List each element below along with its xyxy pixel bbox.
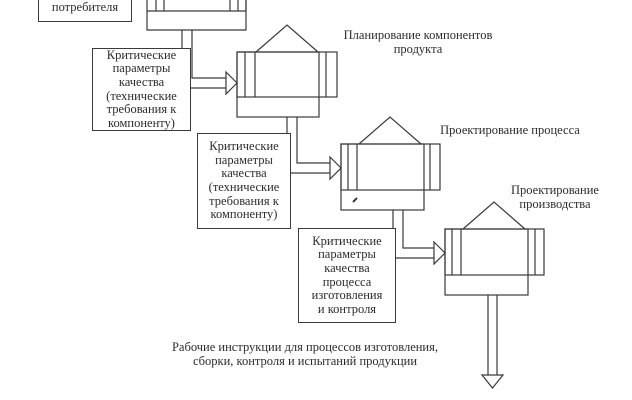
stage-2-label: Планирование компонентов продукта	[343, 28, 493, 56]
text-line: качества	[118, 74, 165, 89]
text-line: изготовления	[311, 288, 383, 303]
stage-4-label: Проектирование производства	[510, 183, 599, 211]
text-line: параметры	[215, 152, 273, 167]
connector-2-3	[286, 117, 342, 181]
text-line: Критические	[312, 233, 382, 248]
text-line: процесса	[322, 274, 372, 289]
text-line: качества	[221, 166, 267, 181]
input-box-1-text: Критические параметры качества (техничес…	[106, 47, 177, 131]
input-box-2: Критические параметры качества (техничес…	[197, 133, 291, 229]
text-line: и контроля	[317, 301, 377, 316]
text-line: сборки, контроля и испытаний продукции	[192, 353, 418, 368]
stage-1-house	[146, 0, 247, 31]
text-line: Рабочие инструкции для процессов изготов…	[171, 340, 438, 354]
input-box-3-text: Критические параметры качества процесса …	[311, 233, 383, 317]
input-box-3: Критические параметры качества процесса …	[298, 228, 396, 323]
output-label: Рабочие инструкции для процессов изготов…	[122, 340, 488, 368]
connector-1-2	[181, 30, 238, 96]
stage-3-house	[340, 116, 441, 211]
input-box-1: Критические параметры качества (техничес…	[92, 48, 191, 131]
text-line: требования к	[209, 193, 279, 208]
input-box-2-text: Критические параметры качества (техничес…	[209, 140, 280, 222]
text-line: параметры	[112, 61, 171, 76]
customer-box-text: потребителя	[51, 0, 119, 15]
text-line: компоненту)	[210, 207, 278, 222]
customer-box: потребителя	[38, 0, 132, 22]
output-arrow	[480, 295, 505, 389]
text-line: качества	[324, 260, 370, 275]
text-line: компоненту)	[108, 115, 175, 130]
text-line: требования к	[106, 102, 177, 117]
stage-4-house	[444, 201, 545, 296]
text-line: (технические	[106, 88, 177, 103]
connector-3-4	[392, 210, 446, 266]
stage-3-label: Проектирование процесса	[440, 123, 580, 137]
text-line: параметры	[318, 247, 376, 262]
stage-2-house	[236, 24, 338, 118]
text-line: Критические	[209, 139, 279, 154]
text-line: (технические	[208, 180, 280, 194]
text-line: Критические	[106, 47, 177, 62]
